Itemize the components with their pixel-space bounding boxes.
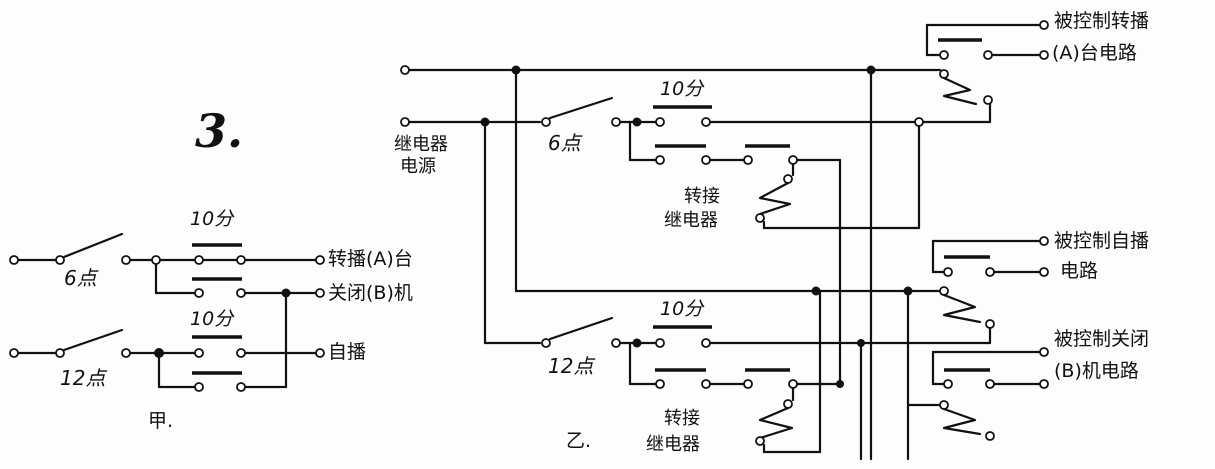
relay-self-coil [942, 293, 982, 324]
output-relay-a-label: 转播(A)台 [328, 248, 413, 270]
left-circuit [9, 232, 325, 392]
controlled-a-label-line2: (A)台电路 [1052, 42, 1137, 64]
controlled-b-label-line1: 被控制关闭 [1054, 328, 1150, 350]
left-ten-min-bottom-label: 10分 [190, 308, 234, 330]
right-six-oclock-switch-blade [548, 96, 614, 120]
power-label-line1: 继电器 [394, 134, 448, 155]
power-label-line2: 电源 [400, 156, 436, 177]
top-relay-coil [758, 181, 792, 216]
right-caption: 乙. [566, 430, 592, 452]
controlled-self-label-line1: 被控制自播 [1054, 230, 1150, 252]
top-relay-label-line2: 继电器 [664, 210, 718, 231]
bottom-relay-label-line1: 转接 [664, 408, 700, 429]
bottom-relay-label-line2: 继电器 [646, 434, 700, 455]
right-six-oclock-label: 6点 [548, 131, 581, 155]
right-circuit [400, 20, 1049, 461]
relay-b-coil [942, 407, 982, 436]
right-twelve-oclock-switch-blade [548, 316, 614, 341]
twelve-oclock-switch-blade [62, 328, 124, 352]
right-ten-min-bottom-label: 10分 [660, 298, 704, 320]
controlled-self-label-line2: 电路 [1060, 260, 1099, 282]
controlled-a-label-line1: 被控制转播 [1054, 10, 1150, 32]
left-twelve-oclock-label: 12点 [60, 366, 106, 390]
right-twelve-oclock-label: 12点 [548, 354, 594, 378]
top-relay-label-line1: 转接 [684, 186, 720, 207]
relay-a-coil [942, 76, 978, 106]
right-ten-min-top-label: 10分 [660, 78, 704, 100]
figure-number: 3. [195, 104, 244, 158]
output-close-b-label: 关闭(B)机 [328, 282, 413, 304]
left-six-oclock-label: 6点 [64, 266, 97, 290]
controlled-b-label-line2: (B)机电路 [1054, 360, 1139, 382]
six-oclock-switch-blade [62, 232, 124, 259]
left-caption: 甲. [148, 410, 174, 432]
bottom-relay-coil [758, 406, 794, 440]
left-ten-min-top-label: 10分 [190, 208, 234, 230]
output-self-broadcast-label: 自播 [328, 341, 367, 363]
